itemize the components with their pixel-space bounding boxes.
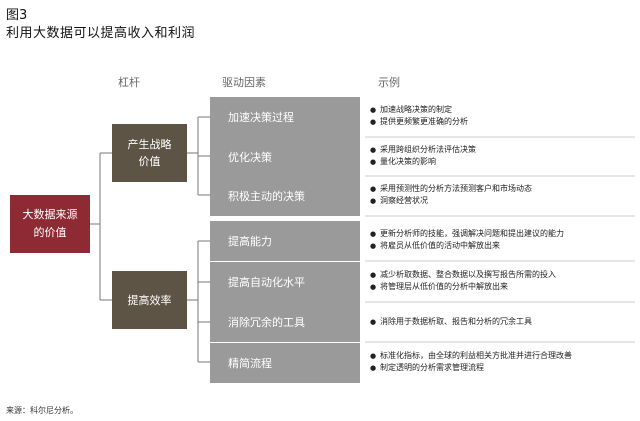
driver-node: 优化决策 xyxy=(210,137,360,177)
lever-label-line1: 提高效率 xyxy=(127,293,172,307)
column-header-driver: 驱动因素 xyxy=(222,76,266,89)
example-text: 加速战略决策的制定 xyxy=(380,105,452,114)
bullet-icon: ● xyxy=(370,197,377,205)
column-header-example: 示例 xyxy=(378,76,400,89)
example-text: 更新分析师的技能，强调解决问题和提出建议的能力 xyxy=(380,229,564,238)
example-group: ●减少析取数据、整合数据以及撰写报告所需的投入 ●将管理层从低价值的分析中解放出… xyxy=(370,269,635,293)
driver-node: 提高自动化水平 xyxy=(210,262,360,302)
example-group: ●消除用于数据析取、报告和分析的冗余工具 xyxy=(370,316,635,328)
bullet-icon: ● xyxy=(370,271,377,279)
bullet-icon: ● xyxy=(370,318,377,326)
lever-node-strategic: 产生战略 价值 xyxy=(112,124,187,182)
bullet-icon: ● xyxy=(370,118,377,126)
lever-label-line1: 产生战略 xyxy=(127,138,172,151)
example-text: 采用跨组织分析法评估决策 xyxy=(380,145,476,154)
example-text: 采用预测性的分析方法预测客户和市场动态 xyxy=(380,184,532,193)
figure-number: 图3 xyxy=(6,8,28,23)
example-text: 将雇员从低价值的活动中解放出来 xyxy=(380,241,500,250)
bullet-icon: ● xyxy=(370,106,377,114)
example-text: 制定透明的分析需求管理流程 xyxy=(380,363,484,372)
bullet-icon: ● xyxy=(370,146,377,154)
root-node-line2: 的价值 xyxy=(33,226,67,239)
lever-label-line2: 价值 xyxy=(138,155,161,168)
source-note: 来源：科尔尼分析。 xyxy=(6,406,78,415)
example-text: 消除用于数据析取、报告和分析的冗余工具 xyxy=(380,317,532,326)
example-group: ●采用跨组织分析法评估决策 ●量化决策的影响 xyxy=(370,144,635,168)
example-group: ●加速战略决策的制定 ●提供更频繁更准确的分析 xyxy=(370,104,635,128)
bullet-icon: ● xyxy=(370,158,377,166)
root-node: 大数据来源 的价值 xyxy=(10,195,90,253)
driver-node: 积极主动的决策 xyxy=(210,176,360,216)
root-node-line1: 大数据来源 xyxy=(22,208,78,221)
column-header-lever: 杠杆 xyxy=(118,76,140,89)
driver-node: 加速决策过程 xyxy=(210,97,360,137)
example-text: 洞察经营状况 xyxy=(380,196,428,205)
bullet-icon: ● xyxy=(370,283,377,291)
example-text: 量化决策的影响 xyxy=(380,157,436,166)
bullet-icon: ● xyxy=(370,364,377,372)
figure-title: 利用大数据可以提高收入和利润 xyxy=(6,26,196,41)
driver-node: 消除冗余的工具 xyxy=(210,302,360,342)
lever-node-efficiency: 提高效率 xyxy=(112,271,187,329)
example-text: 标准化指标，由全球的利益相关方批准并进行合理改善 xyxy=(380,351,572,360)
bullet-icon: ● xyxy=(370,185,377,193)
example-group: ●标准化指标，由全球的利益相关方批准并进行合理改善 ●制定透明的分析需求管理流程 xyxy=(370,350,635,374)
example-text: 将管理层从低价值的分析中解放出来 xyxy=(380,282,508,291)
driver-node: 提高能力 xyxy=(210,221,360,261)
bullet-icon: ● xyxy=(370,352,377,360)
bullet-icon: ● xyxy=(370,242,377,250)
example-group: ●采用预测性的分析方法预测客户和市场动态 ●洞察经营状况 xyxy=(370,183,635,207)
example-text: 提供更频繁更准确的分析 xyxy=(380,117,468,126)
driver-node: 精简流程 xyxy=(210,343,360,383)
example-text: 减少析取数据、整合数据以及撰写报告所需的投入 xyxy=(380,270,556,279)
bullet-icon: ● xyxy=(370,230,377,238)
example-group: ●更新分析师的技能，强调解决问题和提出建议的能力 ●将雇员从低价值的活动中解放出… xyxy=(370,228,635,252)
